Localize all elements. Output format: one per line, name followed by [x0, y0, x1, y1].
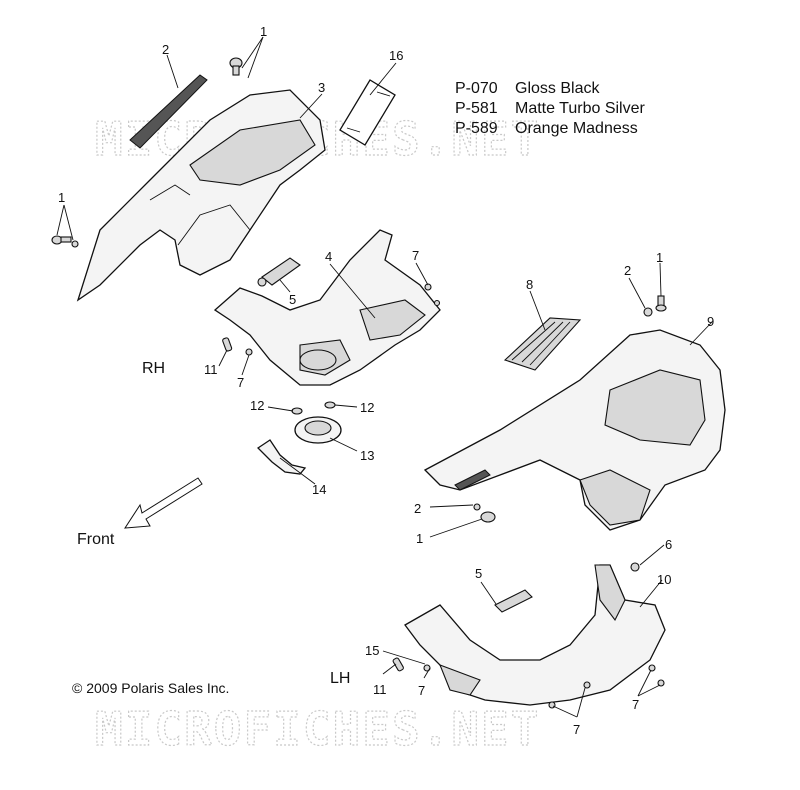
fasteners: [245, 283, 665, 709]
callout-2-right: 2: [624, 263, 631, 278]
callout-6: 6: [665, 537, 672, 552]
callout-9: 9: [707, 314, 714, 329]
part-9-side-panel: [423, 329, 726, 531]
part-11-grommet-lh: [392, 657, 404, 672]
legend-code-1: P-070: [455, 80, 498, 97]
copyright-text: © 2009 Polaris Sales Inc.: [72, 680, 229, 696]
callout-1-left: 1: [58, 190, 65, 205]
part-16-decal: [339, 79, 396, 146]
callout-7-b: 7: [237, 375, 244, 390]
side-label-lh: LH: [330, 670, 350, 687]
part-1-screw-top: [229, 57, 243, 76]
part-3-hood-panel: [76, 74, 326, 302]
part-12-washers: [291, 401, 336, 415]
color-legend: P-070 Gloss Black P-581 Matte Turbo Silv…: [455, 80, 646, 137]
callout-1-bottom: 1: [416, 531, 423, 546]
part-8-vent: [503, 317, 582, 371]
callout-7-a: 7: [412, 248, 419, 263]
callout-5-rh: 5: [289, 292, 296, 307]
part-2-washer-r: [643, 307, 653, 317]
callout-11-rh: 11: [204, 362, 218, 377]
part-14-bracket: [256, 439, 307, 475]
callout-12-a: 12: [250, 398, 264, 413]
callout-7-d: 7: [632, 697, 639, 712]
part-5-latch-rh: [257, 257, 301, 287]
side-label-rh: RH: [142, 360, 165, 377]
legend-name-3: Orange Madness: [515, 120, 638, 137]
callout-7-c: 7: [418, 683, 425, 698]
part-11-grommet-rh: [222, 337, 233, 352]
callout-8: 8: [526, 277, 533, 292]
watermark-bottom: MICROFICHES.NET: [95, 702, 540, 756]
callout-4: 4: [325, 249, 332, 264]
legend-code-3: P-589: [455, 120, 498, 137]
leader-lines: [56, 36, 713, 718]
front-arrow: [124, 477, 203, 529]
callout-12-b: 12: [360, 400, 374, 415]
callouts: 1 2 3 16 1 4 7 5 11 7 12 12 13 14 8 2 1 …: [58, 24, 714, 737]
part-1-screw-left: [51, 235, 79, 248]
callout-16: 16: [389, 48, 403, 63]
callout-1-right: 1: [656, 250, 663, 265]
callout-7-e: 7: [573, 722, 580, 737]
callout-11-lh: 11: [373, 682, 387, 697]
part-1-screw-r: [655, 295, 667, 312]
callout-2-bottom: 2: [414, 501, 421, 516]
part-5-latch-lh: [494, 589, 533, 613]
front-label: Front: [77, 531, 115, 548]
callout-3: 3: [318, 80, 325, 95]
part-13-ring: [294, 416, 342, 444]
callout-14: 14: [312, 482, 326, 497]
part-10-lower-panel-lh: [404, 564, 666, 706]
part-1-screw-bottom: [473, 503, 496, 523]
callout-5-lh: 5: [475, 566, 482, 581]
callout-13: 13: [360, 448, 374, 463]
part-4-lower-panel: [213, 229, 441, 386]
callout-10: 10: [657, 572, 671, 587]
legend-name-1: Gloss Black: [515, 80, 600, 97]
legend-code-2: P-581: [455, 100, 498, 117]
callout-15: 15: [365, 643, 379, 658]
callout-1-top: 1: [260, 24, 267, 39]
callout-2-top: 2: [162, 42, 169, 57]
legend-name-2: Matte Turbo Silver: [515, 100, 646, 117]
